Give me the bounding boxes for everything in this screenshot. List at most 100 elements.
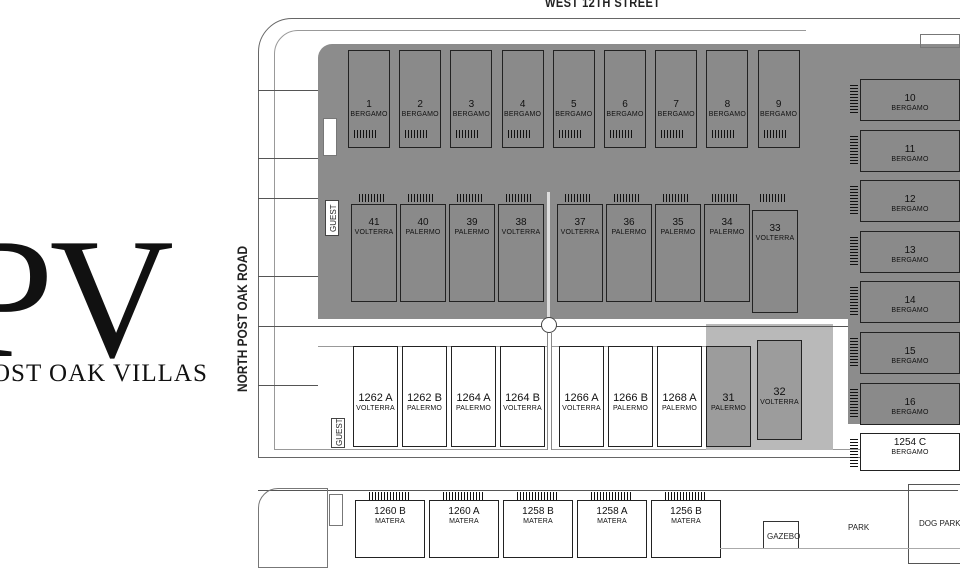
unit-model-name: VOLTERRA bbox=[560, 229, 600, 236]
unit-number: 1258 B bbox=[522, 506, 554, 517]
car-icon bbox=[323, 118, 337, 156]
unit-model-name: PALERMO bbox=[612, 405, 649, 412]
stairs bbox=[760, 194, 786, 202]
unit-number: 12 bbox=[904, 194, 916, 206]
stairs bbox=[443, 492, 483, 500]
stairs bbox=[457, 194, 483, 202]
stairs bbox=[517, 492, 557, 500]
stairs bbox=[850, 234, 858, 265]
unit-number: 31 bbox=[722, 392, 735, 404]
unit-number: 4 bbox=[519, 99, 526, 110]
stairs bbox=[610, 130, 632, 138]
stairs bbox=[506, 194, 532, 202]
unit-model-name: VOLTERRA bbox=[354, 229, 394, 236]
unit-number: 6 bbox=[622, 99, 628, 110]
unit-number: 35 bbox=[672, 217, 684, 228]
unit-number: 13 bbox=[904, 244, 916, 256]
park-label: PARK bbox=[848, 523, 870, 532]
unit-model-name: VOLTERRA bbox=[356, 405, 395, 412]
unit-model-name: VOLTERRA bbox=[503, 405, 542, 412]
unit-number: 9 bbox=[775, 99, 782, 110]
unit-model-name: PALERMO bbox=[454, 229, 490, 236]
stairs bbox=[558, 130, 581, 138]
unit-model-name: BERGAMO bbox=[891, 307, 929, 315]
gazebo-area: GAZEBO bbox=[763, 521, 800, 549]
street-label-west-12th: WEST 12TH STREET bbox=[545, 0, 661, 10]
unit-model-name: BERGAMO bbox=[555, 111, 593, 118]
unit-number: 1266 A bbox=[564, 392, 599, 404]
stairs bbox=[507, 130, 530, 138]
stairs bbox=[456, 130, 479, 138]
unit-model-name: BERGAMO bbox=[891, 408, 929, 416]
unit-model-name: PALERMO bbox=[611, 229, 647, 236]
guest-label-lower: GUEST bbox=[335, 418, 344, 446]
guest-parking-upper bbox=[325, 200, 339, 236]
stairs bbox=[850, 285, 858, 316]
unit-number: 1262 B bbox=[407, 392, 442, 404]
stairs bbox=[661, 130, 684, 138]
unit-model-name: VOLTERRA bbox=[755, 235, 795, 242]
unit-model-name: PALERMO bbox=[661, 405, 698, 412]
unit-number: 1266 B bbox=[613, 392, 648, 404]
unit-number: 15 bbox=[904, 346, 916, 357]
stairs bbox=[850, 133, 858, 164]
site-boundary bbox=[258, 18, 960, 458]
unit-number: 1260 B bbox=[374, 506, 406, 517]
stairs bbox=[712, 130, 735, 138]
stairs bbox=[763, 130, 786, 138]
unit-number: 16 bbox=[904, 396, 916, 408]
unit-number: 8 bbox=[724, 99, 731, 110]
unit-model-name: MATERA bbox=[523, 518, 553, 525]
car-icon bbox=[329, 494, 343, 526]
stairs bbox=[591, 492, 631, 500]
unit-model-name: BERGAMO bbox=[504, 111, 542, 118]
unit-number: 14 bbox=[904, 295, 916, 307]
unit-model-name: BERGAMO bbox=[708, 111, 746, 118]
stairs bbox=[369, 492, 409, 500]
stairs bbox=[850, 437, 858, 468]
unit-number: 5 bbox=[571, 99, 577, 110]
stairs bbox=[359, 194, 385, 202]
stairs bbox=[850, 83, 858, 113]
unit-number: 41 bbox=[368, 217, 380, 228]
unit-model-name: PALERMO bbox=[405, 229, 441, 236]
unit-model-name: VOLTERRA bbox=[501, 229, 541, 236]
unit-number: 40 bbox=[417, 217, 429, 228]
unit-number: 34 bbox=[721, 217, 733, 228]
unit-number: 37 bbox=[574, 217, 586, 228]
unit-model-name: BERGAMO bbox=[657, 111, 695, 118]
stairs bbox=[850, 336, 858, 366]
unit-number: 1 bbox=[366, 99, 372, 110]
